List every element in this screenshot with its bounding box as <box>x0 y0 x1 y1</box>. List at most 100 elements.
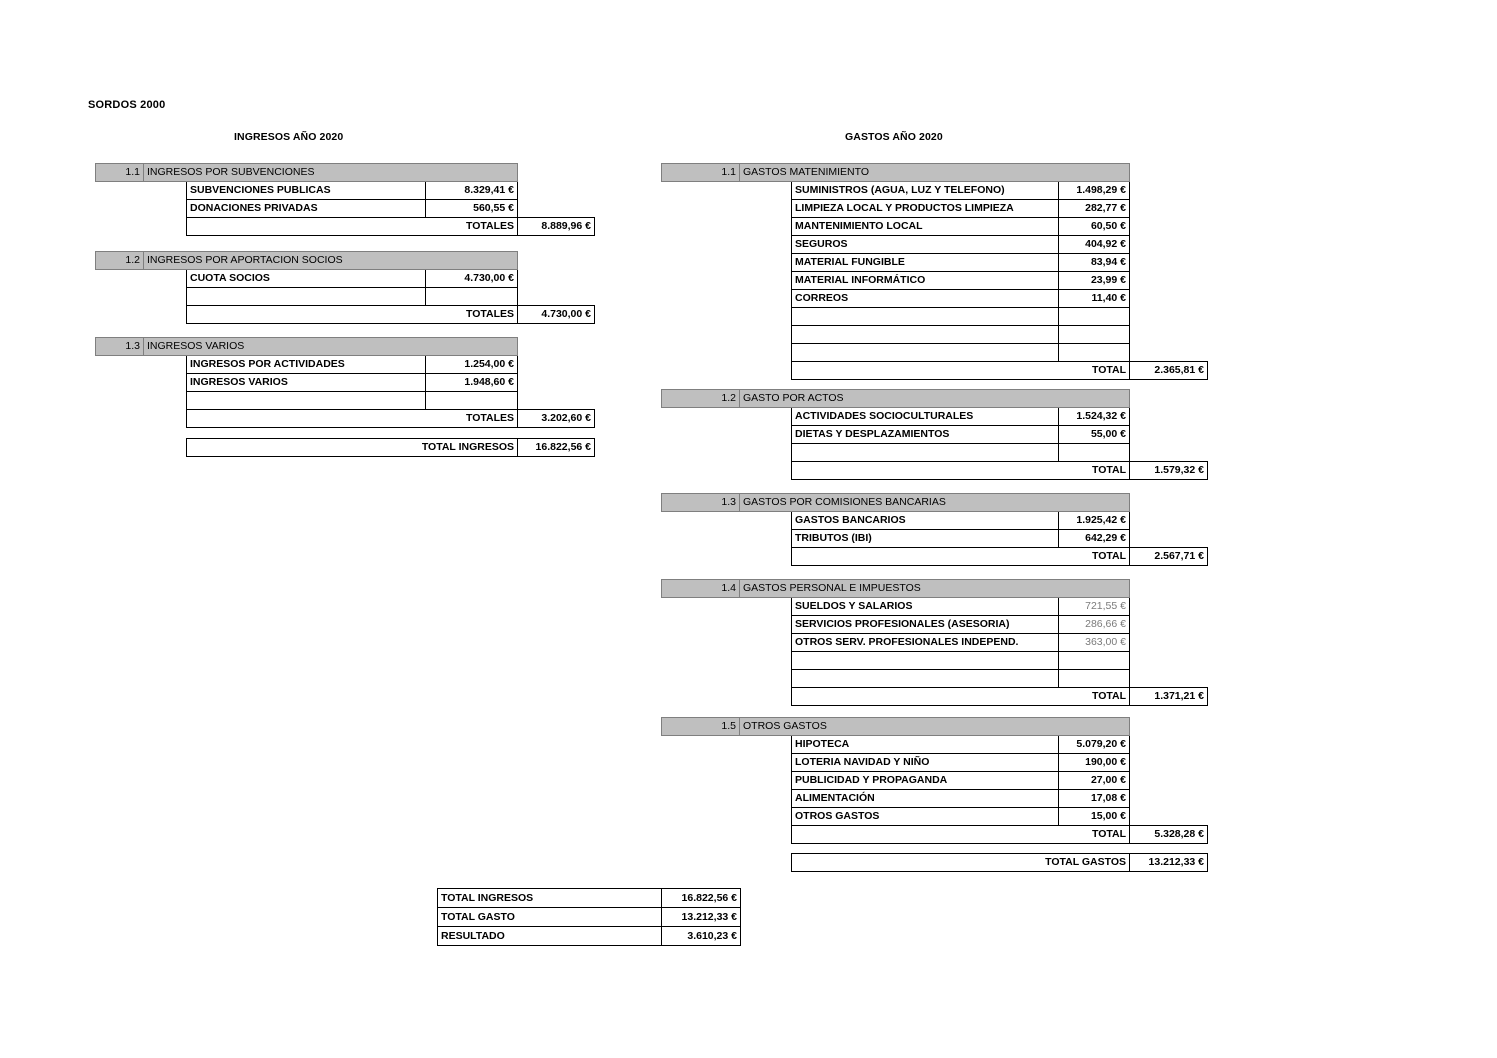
expense-item-label: TRIBUTOS (IBI) <box>791 529 1059 548</box>
income-empty-row <box>96 391 595 410</box>
expense-item-amount: 17,08 € <box>1058 789 1130 808</box>
empty-cell <box>791 325 1059 344</box>
spacer <box>96 182 144 200</box>
spacer <box>662 218 740 236</box>
spacer <box>1130 670 1208 688</box>
expense-item-amount: 190,00 € <box>1058 753 1130 772</box>
expense-item-amount: 1.524,32 € <box>1058 407 1130 426</box>
expense-item-amount: 282,77 € <box>1058 199 1130 218</box>
spacer <box>1130 218 1208 236</box>
spacer <box>96 288 144 306</box>
expense-item-amount: 23,99 € <box>1058 271 1130 290</box>
expense-item-amount: 83,94 € <box>1058 253 1130 272</box>
expense-group-total-label: TOTAL <box>791 687 1130 706</box>
expense-group-number: 1.5 <box>661 717 740 736</box>
expense-item-label: CORREOS <box>791 289 1059 308</box>
spacer <box>1130 718 1208 736</box>
summary-label: RESULTADO <box>437 926 662 946</box>
expense-group-total-value: 2.365,81 € <box>1129 361 1208 380</box>
income-group-number: 1.1 <box>95 163 144 182</box>
spacer <box>1130 598 1208 616</box>
spacer <box>1130 580 1208 598</box>
spacer <box>1130 616 1208 634</box>
spacer <box>96 374 144 392</box>
spacer <box>740 772 792 790</box>
income-item-amount: 1.254,00 € <box>425 355 518 374</box>
spacer <box>662 808 740 826</box>
spacer <box>662 736 740 754</box>
spacer <box>662 548 740 566</box>
expense-empty-row <box>662 325 1208 344</box>
spacer <box>662 634 740 652</box>
empty-cell <box>425 287 518 306</box>
spacer <box>662 598 740 616</box>
spacer <box>662 308 740 326</box>
expense-item-label: MANTENIMIENTO LOCAL <box>791 217 1059 236</box>
expense-group-title: GASTO POR ACTOS <box>739 389 1130 408</box>
spacer <box>740 408 792 426</box>
expense-group-total-value: 2.567,71 € <box>1129 547 1208 566</box>
empty-cell <box>1058 669 1130 688</box>
spacer <box>1130 272 1208 290</box>
spacer <box>518 374 595 392</box>
spacer <box>1130 164 1208 182</box>
summary-label: TOTAL INGRESOS <box>437 888 662 908</box>
expense-group-total-value: 1.371,21 € <box>1129 687 1208 706</box>
expense-item-label: GASTOS BANCARIOS <box>791 511 1059 530</box>
spacer <box>662 670 740 688</box>
expense-item-amount: 60,50 € <box>1058 217 1130 236</box>
expense-item-label: DIETAS Y DESPLAZAMIENTOS <box>791 425 1059 444</box>
income-group-number: 1.3 <box>95 337 144 356</box>
empty-cell <box>186 391 426 410</box>
expense-item-label: LIMPIEZA LOCAL Y PRODUCTOS LIMPIEZA <box>791 199 1059 218</box>
spacer <box>662 200 740 218</box>
expense-empty-row <box>662 307 1208 326</box>
income-group-title: INGRESOS POR APORTACION SOCIOS <box>143 251 518 270</box>
expense-item-row: SUMINISTROS (AGUA, LUZ Y TELEFONO)1.498,… <box>662 181 1208 200</box>
expense-group-title: GASTOS PERSONAL E IMPUESTOS <box>739 579 1130 598</box>
income-item-label: CUOTA SOCIOS <box>186 269 426 288</box>
income-group-total-label: TOTALES <box>186 217 518 236</box>
spacer <box>1130 182 1208 200</box>
income-item-label: DONACIONES PRIVADAS <box>186 199 426 218</box>
spacer <box>740 254 792 272</box>
spacer <box>1130 444 1208 462</box>
expense-group-total-label: TOTAL <box>791 825 1130 844</box>
spacer <box>740 200 792 218</box>
spacer <box>662 444 740 462</box>
income-item-amount: 8.329,41 € <box>425 181 518 200</box>
spacer <box>144 218 187 236</box>
spacer <box>1130 790 1208 808</box>
spacer <box>662 826 740 844</box>
income-group-total-value: 4.730,00 € <box>517 305 595 324</box>
income-item-amount: 560,55 € <box>425 199 518 218</box>
spacer <box>1130 290 1208 308</box>
spacer <box>740 308 792 326</box>
spacer <box>662 344 740 362</box>
spacer <box>662 236 740 254</box>
spacer <box>740 290 792 308</box>
spacer <box>518 200 595 218</box>
spacer <box>740 272 792 290</box>
spacer <box>1130 494 1208 512</box>
spacer <box>1130 634 1208 652</box>
spacer <box>96 392 144 410</box>
